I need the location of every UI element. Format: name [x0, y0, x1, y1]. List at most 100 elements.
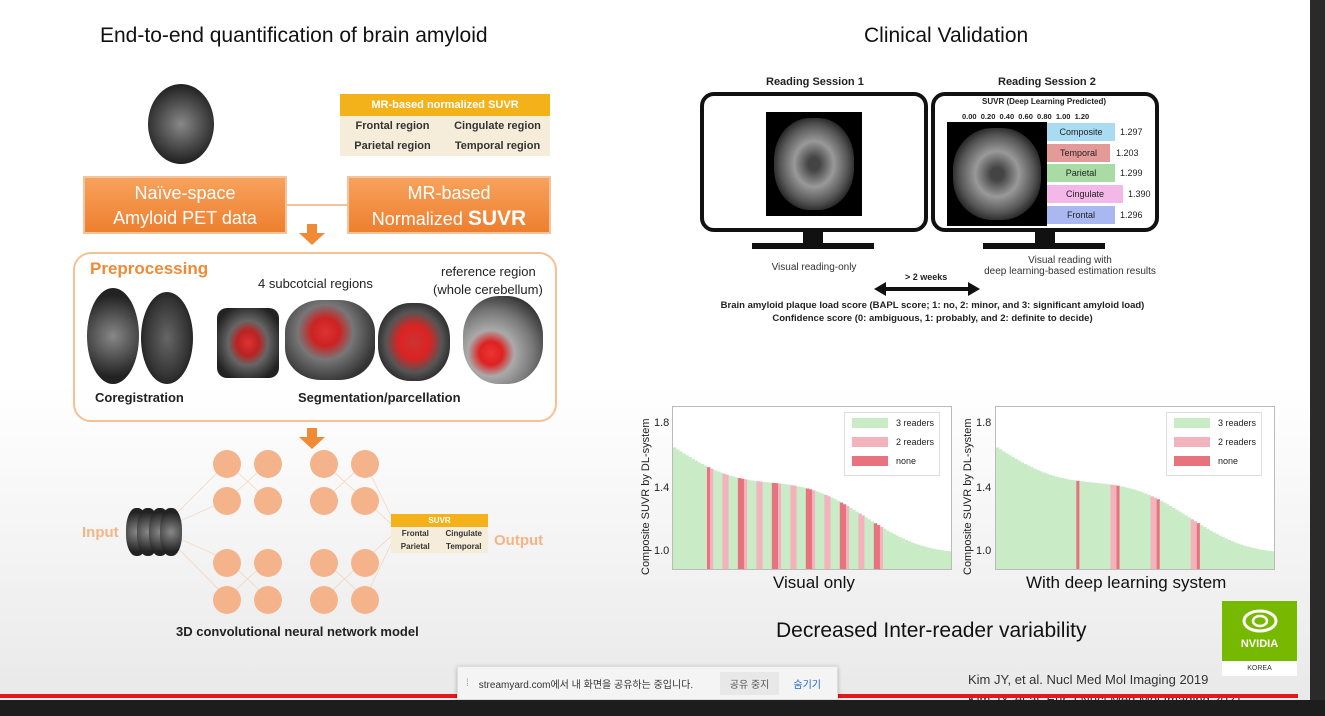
- chart-bar: [1168, 505, 1173, 569]
- cnn-node: [351, 549, 379, 577]
- chart-bar: [1101, 483, 1105, 569]
- chart-bar: [929, 548, 933, 569]
- score-line2: Confidence score (0: ambiguous, 1: proba…: [772, 313, 1093, 324]
- chart-bar: [796, 486, 800, 569]
- bar-temporal: Temporal: [1047, 144, 1110, 162]
- chart-bar: [784, 484, 788, 569]
- stop-sharing-button[interactable]: 공유 중지: [719, 671, 780, 695]
- session2-scale: 0.00 0.20 0.40 0.60 0.80 1.00 1.20: [962, 112, 1090, 121]
- chart-bar: [1057, 477, 1062, 569]
- chart-bar: [1162, 502, 1167, 569]
- chart-bar: [1221, 537, 1225, 569]
- table-row: Parietal region Temporal region: [340, 136, 550, 156]
- chart-bar: [1033, 468, 1037, 569]
- chart-bar: [1224, 538, 1228, 569]
- chart-bar: [1233, 542, 1238, 569]
- nvidia-brand-text: NVIDIA: [1240, 638, 1279, 650]
- chart-bar: [1135, 490, 1139, 569]
- cnn-node: [254, 450, 282, 478]
- right-title: Clinical Validation: [864, 24, 1029, 47]
- chart-bar: [1060, 478, 1065, 569]
- bottom-strip: [0, 700, 1325, 716]
- chart-bar: [1122, 486, 1127, 569]
- chart-bar: [1147, 494, 1151, 569]
- chart-bar: [861, 515, 865, 569]
- chart-bar: [1023, 464, 1028, 569]
- preprocessing-panel: [73, 252, 557, 422]
- chart-bar: [1094, 482, 1099, 569]
- chart-bar: [737, 478, 742, 569]
- chart-bar: [910, 542, 915, 569]
- chart-bar: [815, 491, 819, 569]
- chart-bar: [1067, 479, 1071, 569]
- chart1-ylabel: Composite SUVR by DL-system: [640, 418, 652, 576]
- hide-button[interactable]: 숨기기: [793, 679, 821, 691]
- session1-caption: Visual reading-only: [771, 262, 857, 273]
- cnn-node: [213, 487, 241, 515]
- chart1-plot-area: [672, 406, 952, 570]
- table-cell: Frontal region: [355, 120, 430, 132]
- monitor-stand-base: [752, 243, 874, 249]
- chart-bar: [744, 479, 748, 569]
- chart-bar: [1144, 493, 1148, 569]
- brain-mri-image: [953, 128, 1041, 220]
- session1-scan: [766, 112, 862, 216]
- coreg-brain-1: [87, 288, 139, 384]
- mr-box-line1: MR-based: [407, 183, 491, 203]
- cnn-node: [254, 586, 282, 614]
- chart-bar: [855, 511, 859, 569]
- monitor-stand-base: [983, 243, 1105, 249]
- drag-handle-icon[interactable]: ⁞: [466, 677, 469, 689]
- legend-swatch: [1174, 436, 1210, 447]
- chart-bar: [926, 547, 930, 569]
- chart-bar: [756, 481, 760, 569]
- chart-bar: [886, 530, 890, 569]
- chart-bar: [920, 545, 924, 569]
- chart-bar: [1249, 547, 1253, 569]
- chart-bar: [1014, 458, 1018, 569]
- chart-bar: [1209, 530, 1213, 569]
- chart-bar: [781, 483, 785, 569]
- monitor-stand-neck: [803, 232, 823, 244]
- chart-bar: [1002, 451, 1006, 569]
- chart1-legend: 3 readers 2 readers none: [844, 412, 940, 476]
- chart-bar: [1097, 483, 1102, 569]
- reference-label-2: (whole cerebellum): [433, 282, 543, 297]
- table-row: Frontal region Cingulate region: [340, 116, 550, 136]
- reference-1: Kim JY, et al. Nucl Med Mol Imaging 2019: [968, 672, 1209, 687]
- chart-bar: [697, 462, 702, 569]
- naive-box-line2: Amyloid PET data: [113, 208, 257, 228]
- chart-bar: [1243, 545, 1247, 569]
- chart-bar: [1181, 513, 1185, 569]
- bar-parietal-value: 1.299: [1120, 168, 1143, 178]
- chart-bar: [858, 513, 862, 569]
- chart-bar: [999, 449, 1003, 569]
- bar-cingulate: Cingulate: [1047, 185, 1123, 203]
- cnn-node: [213, 549, 241, 577]
- chart-bar: [1175, 509, 1179, 569]
- chart-bar: [805, 488, 810, 569]
- chart-bar: [787, 484, 791, 569]
- chart-bar: [1270, 551, 1274, 569]
- session1-label: Reading Session 1: [766, 76, 864, 88]
- chart-bar: [1042, 472, 1046, 569]
- cnn-node: [310, 487, 338, 515]
- chart-bar: [824, 494, 828, 569]
- chart-bar: [1017, 460, 1022, 569]
- chart-bar: [932, 548, 936, 569]
- cnn-node: [351, 487, 379, 515]
- legend-swatch: [852, 455, 888, 466]
- chart-bar: [802, 487, 807, 569]
- chart-bar: [793, 485, 797, 569]
- chart-bar: [1070, 479, 1074, 569]
- chart1-bars: [673, 447, 951, 569]
- chart-bar: [762, 481, 766, 569]
- coregistration-label: Coregistration: [95, 390, 184, 405]
- session2-caption-line2: deep learning-based estimation results: [984, 266, 1156, 277]
- connector-line: [287, 204, 347, 206]
- chart-bar: [1051, 475, 1055, 569]
- chart-bar: [1008, 455, 1012, 569]
- left-title: End-to-end quantification of brain amylo…: [100, 24, 488, 47]
- chart-bar: [836, 500, 841, 569]
